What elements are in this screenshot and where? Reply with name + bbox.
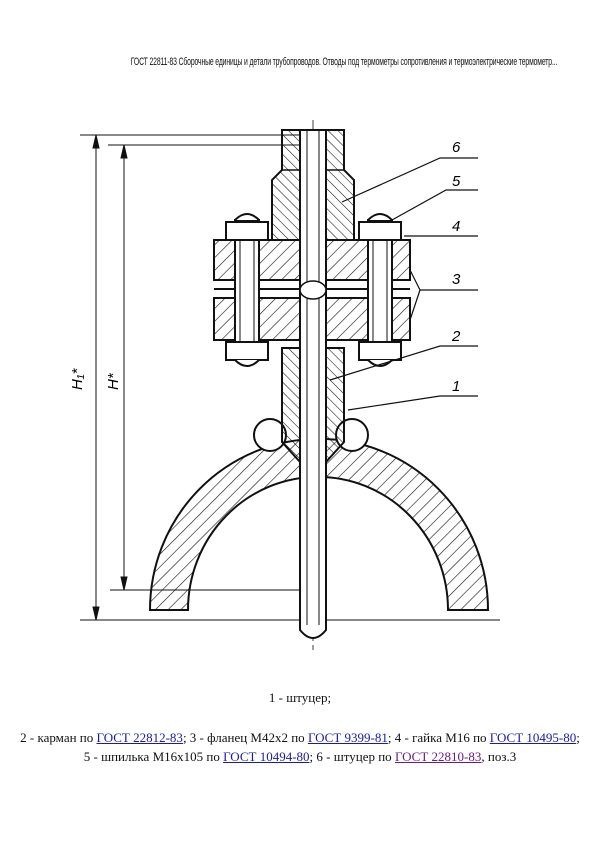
link-gost-22812-83[interactable]: ГОСТ 22812-83 (96, 730, 183, 745)
page-header: ГОСТ 22811-83 Сборочные единицы и детали… (0, 52, 600, 70)
caption-item-1: 1 - штуцер; (268, 690, 332, 705)
link-gost-9399-81[interactable]: ГОСТ 9399-81 (307, 730, 388, 745)
caption-line-1: 1 - штуцер; (0, 688, 600, 707)
link-gost-22810-83[interactable]: ГОСТ 22810-83 (394, 749, 482, 764)
link-gost-10495-80[interactable]: ГОСТ 10495-80 (489, 730, 577, 745)
leader-lines (329, 157, 478, 411)
document-title: ГОСТ 22811-83 Сборочные единицы и детали… (130, 56, 558, 68)
caption-line-2: 2 - карман по ГОСТ 22812-83; 3 - фланец … (20, 730, 580, 745)
part-2-thermowell (299, 129, 327, 639)
link-gost-10494-80[interactable]: ГОСТ 10494-80 (223, 749, 310, 764)
technical-drawing: H₁* H* (69, 120, 500, 650)
part-label-4: 4 (452, 218, 460, 235)
caption-block: 2 - карман по ГОСТ 22812-83; 3 - фланец … (0, 728, 600, 766)
stud-left (225, 213, 269, 367)
dimension-h1-label: H₁* (69, 367, 86, 390)
part-label-5: 5 (452, 173, 461, 190)
part-label-2: 2 (451, 328, 461, 345)
stud-right (358, 213, 402, 367)
pipe-bend (148, 437, 490, 611)
part-label-3: 3 (452, 271, 461, 288)
caption-line-3: 5 - шпилька М16х105 по ГОСТ 10494-80; 6 … (83, 749, 517, 764)
dimension-h-label: H* (105, 372, 122, 390)
part-label-1: 1 (452, 378, 460, 395)
dimension-lines (80, 134, 500, 621)
part-label-6: 6 (452, 139, 461, 156)
